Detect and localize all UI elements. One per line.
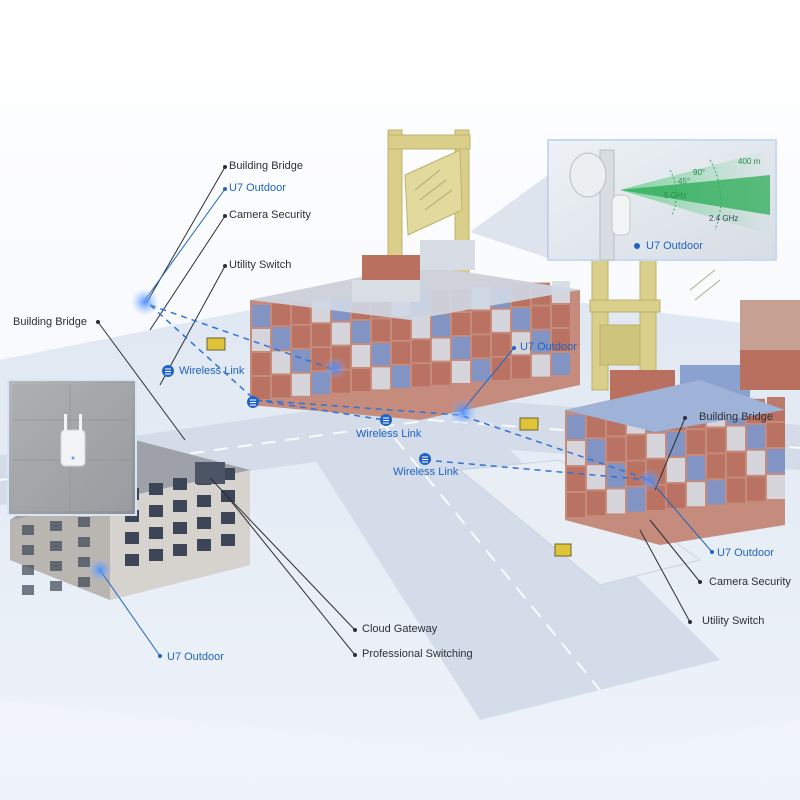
label-utility-switch-top: Utility Switch [229,259,292,271]
container-stack-main [250,240,580,420]
ap-glow-nodes [88,288,662,582]
crane-stairs [414,169,721,301]
wireless-link-paths [149,304,651,481]
inset-angle-mid: 45° [678,177,691,186]
inset-device-label: U7 Outdoor [646,240,703,252]
label-wireless-link-1: Wireless Link [179,365,245,377]
label-wireless-link-3: Wireless Link [393,466,459,478]
ap-device-icon [60,429,86,467]
label-building-bridge-left: Building Bridge [13,316,87,328]
label-building-bridge-top: Building Bridge [229,160,303,172]
label-u7-outdoor-top: U7 Outdoor [229,182,286,194]
label-u7-outdoor-bottom: U7 Outdoor [167,651,224,663]
server-rack [195,462,225,484]
label-camera-security-right: Camera Security [709,576,791,588]
leader-lines-dark [97,166,701,656]
inset-coverage [470,139,777,261]
label-utility-switch-right: Utility Switch [702,615,765,627]
leader-lines-blue [99,188,713,657]
label-building-bridge-right: Building Bridge [699,411,773,423]
forklift [206,337,572,557]
container-stack-right [565,380,785,545]
label-u7-outdoor-center: U7 Outdoor [520,341,577,353]
inset-range-label: 400 m [738,157,761,166]
label-wireless-link-2: Wireless Link [356,428,422,440]
inset-wall-ap [7,379,137,516]
label-u7-outdoor-right: U7 Outdoor [717,547,774,559]
antenna-dish-icon [569,152,607,198]
label-professional-switching: Professional Switching [362,648,473,660]
label-cloud-gateway: Cloud Gateway [362,623,438,635]
inset-angle-top: 90° [693,168,706,177]
label-camera-security-top: Camera Security [229,209,311,221]
inset-band-5ghz: 5 GHz [664,191,687,200]
inset-band-24ghz: 2.4 GHz [709,214,739,223]
